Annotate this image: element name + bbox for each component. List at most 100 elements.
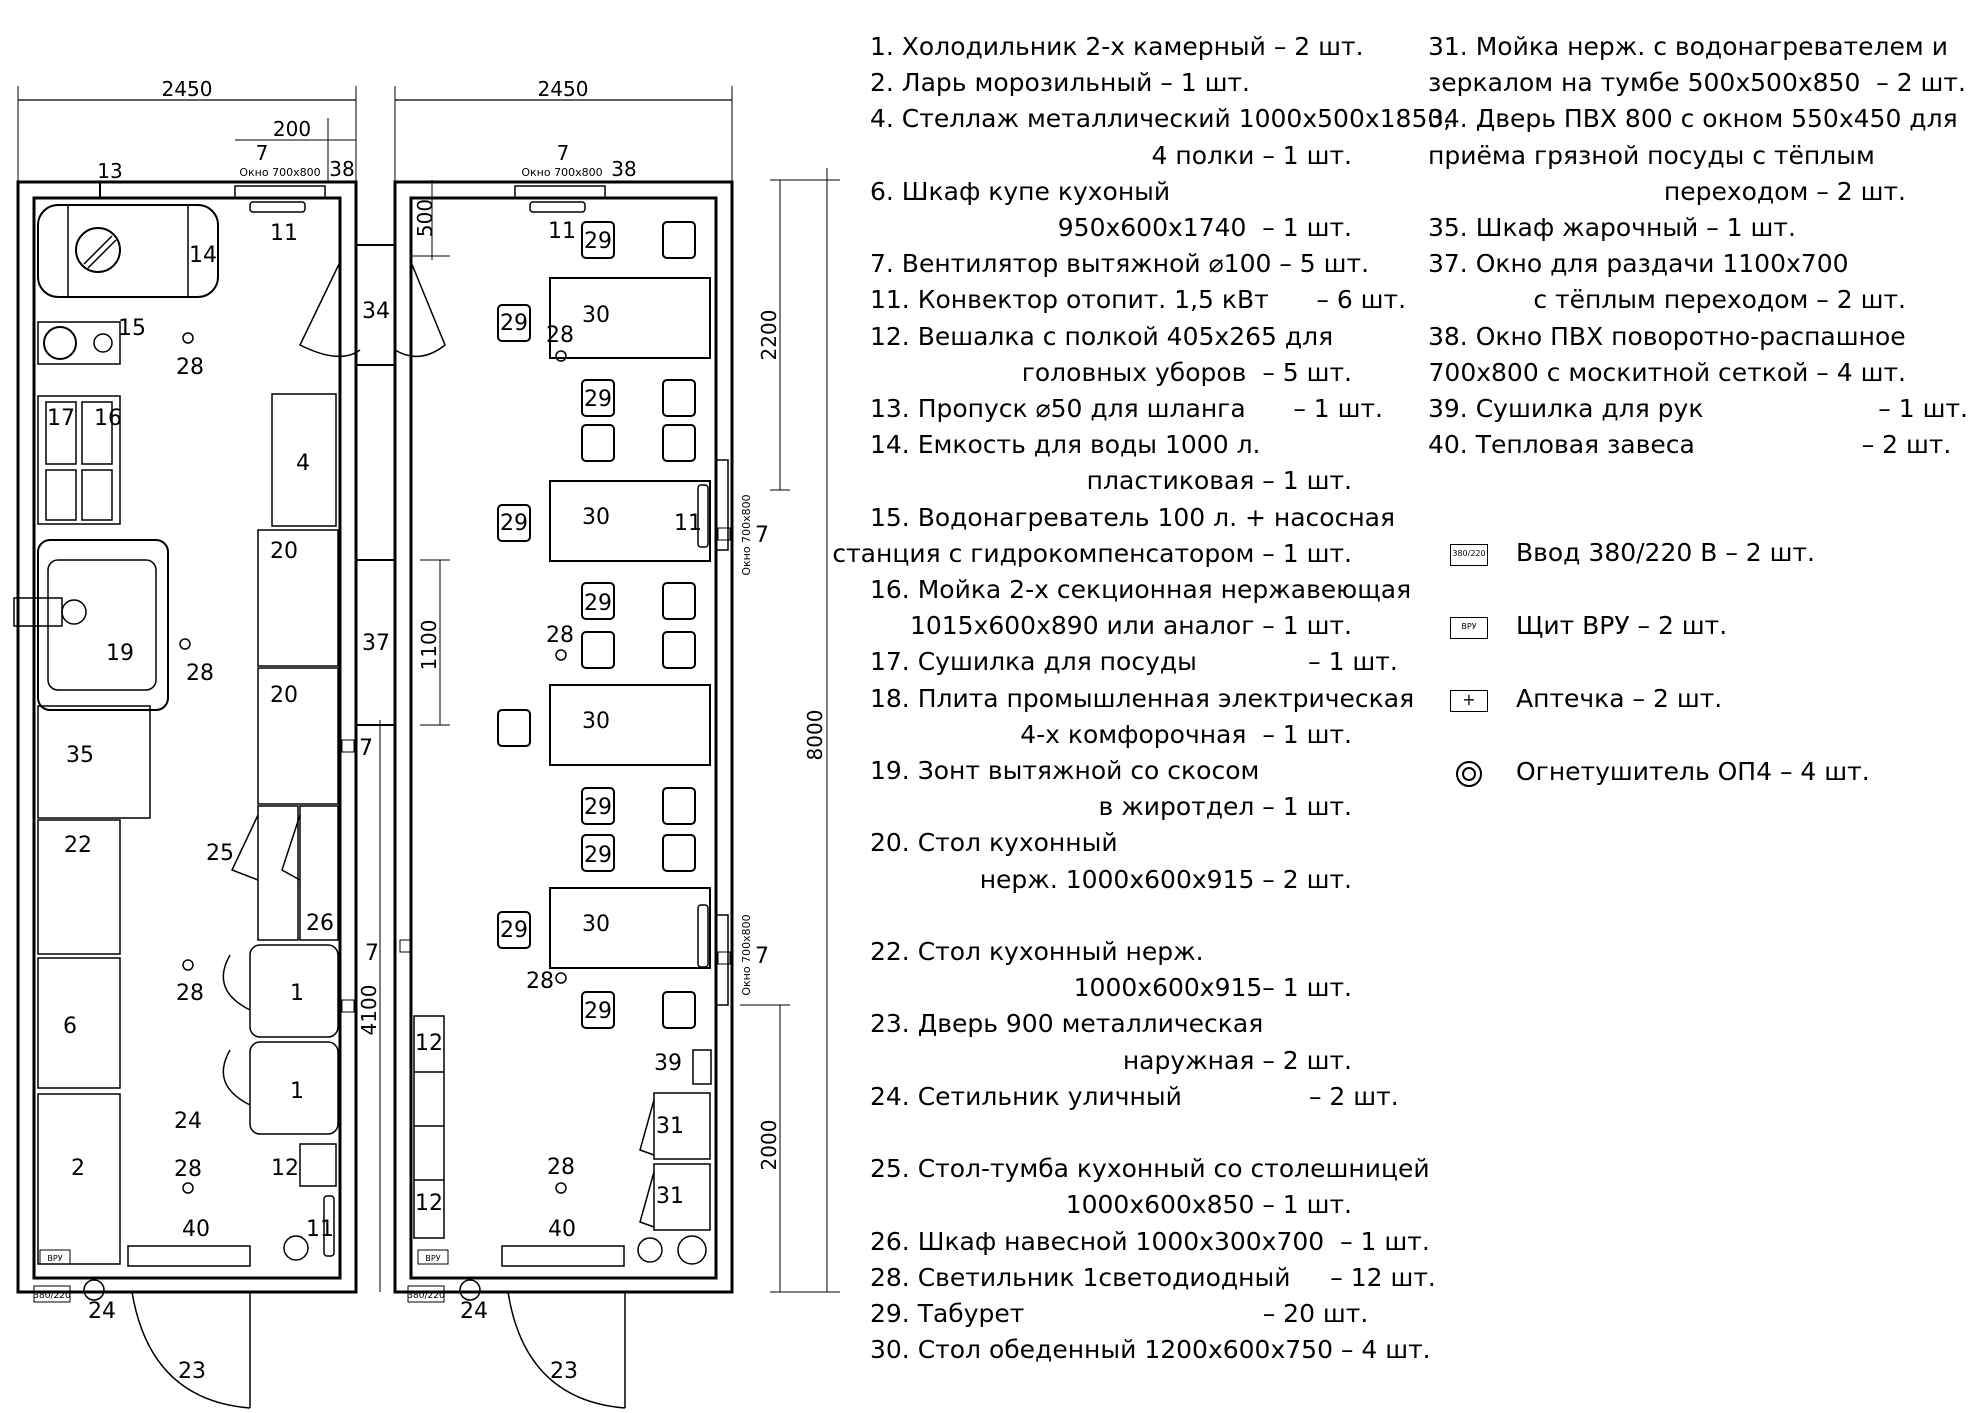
legend-item: 12. Вешалка с полкой 405х265 для: [870, 321, 1334, 351]
legend-item: 25. Стол-тумба кухонный со столешницей: [870, 1154, 1430, 1184]
plan-label: 28: [186, 661, 214, 686]
legend-item: 1000х600х850 – 1 шт.: [1065, 1190, 1352, 1220]
plan-label: 2: [71, 1156, 85, 1181]
power-input-label-left: 380/220: [33, 1291, 71, 1301]
legend-item: с тёплым переходом – 2 шт.: [1533, 285, 1906, 315]
power-input-icon: 380/220: [1450, 544, 1488, 566]
plan-label: 11: [306, 1217, 334, 1242]
legend-item: пластиковая – 1 шт.: [1086, 466, 1352, 496]
legend-item: наружная – 2 шт.: [1122, 1045, 1352, 1075]
dim-2200: 2200: [757, 310, 781, 361]
plan-label: 40: [182, 1217, 210, 1242]
window-label-top-left: Окно 700х800: [239, 166, 320, 179]
panel-vru-icon: ВРУ: [1450, 617, 1488, 639]
plan-label: 30: [582, 709, 610, 734]
plan-label: 6: [63, 1014, 77, 1039]
plan-label: 19: [106, 641, 134, 666]
plan-label: 7: [365, 941, 379, 966]
legend-item: 19. Зонт вытяжной со скосом: [870, 756, 1260, 785]
plan-label: 31: [656, 1114, 684, 1139]
plan-label: 28: [176, 355, 204, 380]
plan-label: 35: [66, 743, 94, 768]
legend-item: 22. Стол кухонный нерж.: [870, 937, 1204, 966]
vru-label-left: ВРУ: [47, 1254, 62, 1263]
legend-item: 2. Ларь морозильный – 1 шт.: [870, 68, 1251, 98]
plan-label: 29: [500, 511, 528, 536]
plan-label: 28: [546, 323, 574, 348]
legend-item: 950х600х1740 – 1 шт.: [1057, 213, 1352, 242]
plan-label: 11: [548, 219, 576, 244]
plan-label: 20: [270, 683, 298, 708]
window-label-side-2: Окно 700х800: [740, 914, 753, 995]
legend-item: 31. Мойка нерж. с водонагревателем и: [1428, 32, 1948, 61]
legend-item: 26. Шкаф навесной 1000х300х700 – 1 шт.: [870, 1226, 1430, 1256]
dim-38-left: 38: [329, 157, 354, 181]
legend-item: 38. Окно ПВХ поворотно-распашное: [1428, 321, 1906, 351]
plan-label: 29: [500, 311, 528, 336]
legend-item: 4 полки – 1 шт.: [1151, 140, 1352, 170]
dim-width-left: 2450: [162, 77, 213, 101]
legend-item: переходом – 2 шт.: [1663, 176, 1906, 206]
plan-label: 11: [270, 221, 298, 246]
plan-label: 29: [584, 591, 612, 616]
dim-1100: 1100: [417, 620, 441, 671]
plan-label: 29: [584, 229, 612, 254]
plan-label: 16: [94, 406, 122, 431]
plan-label: 15: [118, 316, 146, 341]
dim-38-right: 38: [611, 157, 636, 181]
dim-width-right: 2450: [538, 77, 589, 101]
plan-label: 39: [654, 1051, 682, 1076]
legend-item: станция с гидрокомпенсатором – 1 шт.: [832, 538, 1352, 568]
plan-label: 30: [582, 303, 610, 328]
dim-4100: 4100: [357, 985, 381, 1036]
dim-8000: 8000: [803, 710, 827, 761]
symbol-label: Щит ВРУ – 2 шт.: [1516, 611, 1728, 640]
symbol-row: +Аптечка – 2 шт.: [1450, 684, 1910, 718]
plan-label: 24: [88, 1299, 116, 1324]
plan-label: 34: [362, 299, 390, 324]
plan-label: 22: [64, 833, 92, 858]
plan-label: 12: [415, 1031, 443, 1056]
window-label-top-right: Окно 700х800: [521, 166, 602, 179]
plan-label: 28: [176, 981, 204, 1006]
legend-item: нерж. 1000х600х915 – 2 шт.: [979, 864, 1352, 894]
plan-label: 1: [290, 981, 304, 1006]
legend-item: 1000х600х915– 1 шт.: [1073, 973, 1352, 1003]
plan-label: 30: [582, 505, 610, 530]
plan-label: 29: [584, 795, 612, 820]
plan-label: 29: [584, 843, 612, 868]
plan-label: 14: [189, 243, 217, 268]
plan-label: 37: [362, 631, 390, 656]
plan-label: 25: [206, 841, 234, 866]
plan-label: 29: [584, 999, 612, 1024]
legend-item: 14. Емкость для воды 1000 л.: [870, 430, 1261, 460]
plan-label: 24: [174, 1109, 202, 1134]
plan-label: 1: [290, 1079, 304, 1104]
legend-item: 34. Дверь ПВХ 800 с окном 550х450 для: [1428, 104, 1958, 134]
legend-item: 17. Сушилка для посуды – 1 шт.: [870, 647, 1398, 677]
plan-label: 7: [755, 944, 769, 969]
legend-item: 18. Плита промышленная электрическая: [870, 683, 1415, 713]
legend-item: 28. Светильник 1светодиодный – 12 шт.: [870, 1262, 1436, 1292]
legend-item: 39. Сушилка для рук – 1 шт.: [1428, 394, 1968, 423]
plan-label: 30: [582, 912, 610, 937]
plan-label: 26: [306, 911, 334, 936]
dim-2000: 2000: [757, 1120, 781, 1171]
plan-label: 24: [460, 1299, 488, 1324]
plan-label: 11: [674, 511, 702, 536]
symbol-label: Аптечка – 2 шт.: [1516, 684, 1723, 713]
plan-label: 28: [174, 1157, 202, 1182]
legend-item: 16. Мойка 2-х секционная нержавеющая: [870, 575, 1412, 604]
plan-label: 28: [546, 623, 574, 648]
power-input-label-right: 380/220: [407, 1291, 445, 1301]
symbol-row: Огнетушитель ОП4 – 4 шт.: [1450, 757, 1910, 791]
legend-item: зеркалом на тумбе 500х500х850 – 2 шт.: [1428, 68, 1966, 98]
plan-label: 12: [271, 1156, 299, 1181]
legend-item: 37. Окно для раздачи 1100х700: [1428, 249, 1849, 279]
legend-item: 35. Шкаф жарочный – 1 шт.: [1428, 213, 1796, 242]
legend-column-2: 31. Мойка нерж. с водонагревателем и зерк…: [1428, 32, 1968, 459]
legend-item: 29. Табурет – 20 шт.: [870, 1299, 1369, 1328]
legend-item: в жиротдел – 1 шт.: [1098, 792, 1352, 822]
dim-200: 200: [273, 117, 311, 141]
